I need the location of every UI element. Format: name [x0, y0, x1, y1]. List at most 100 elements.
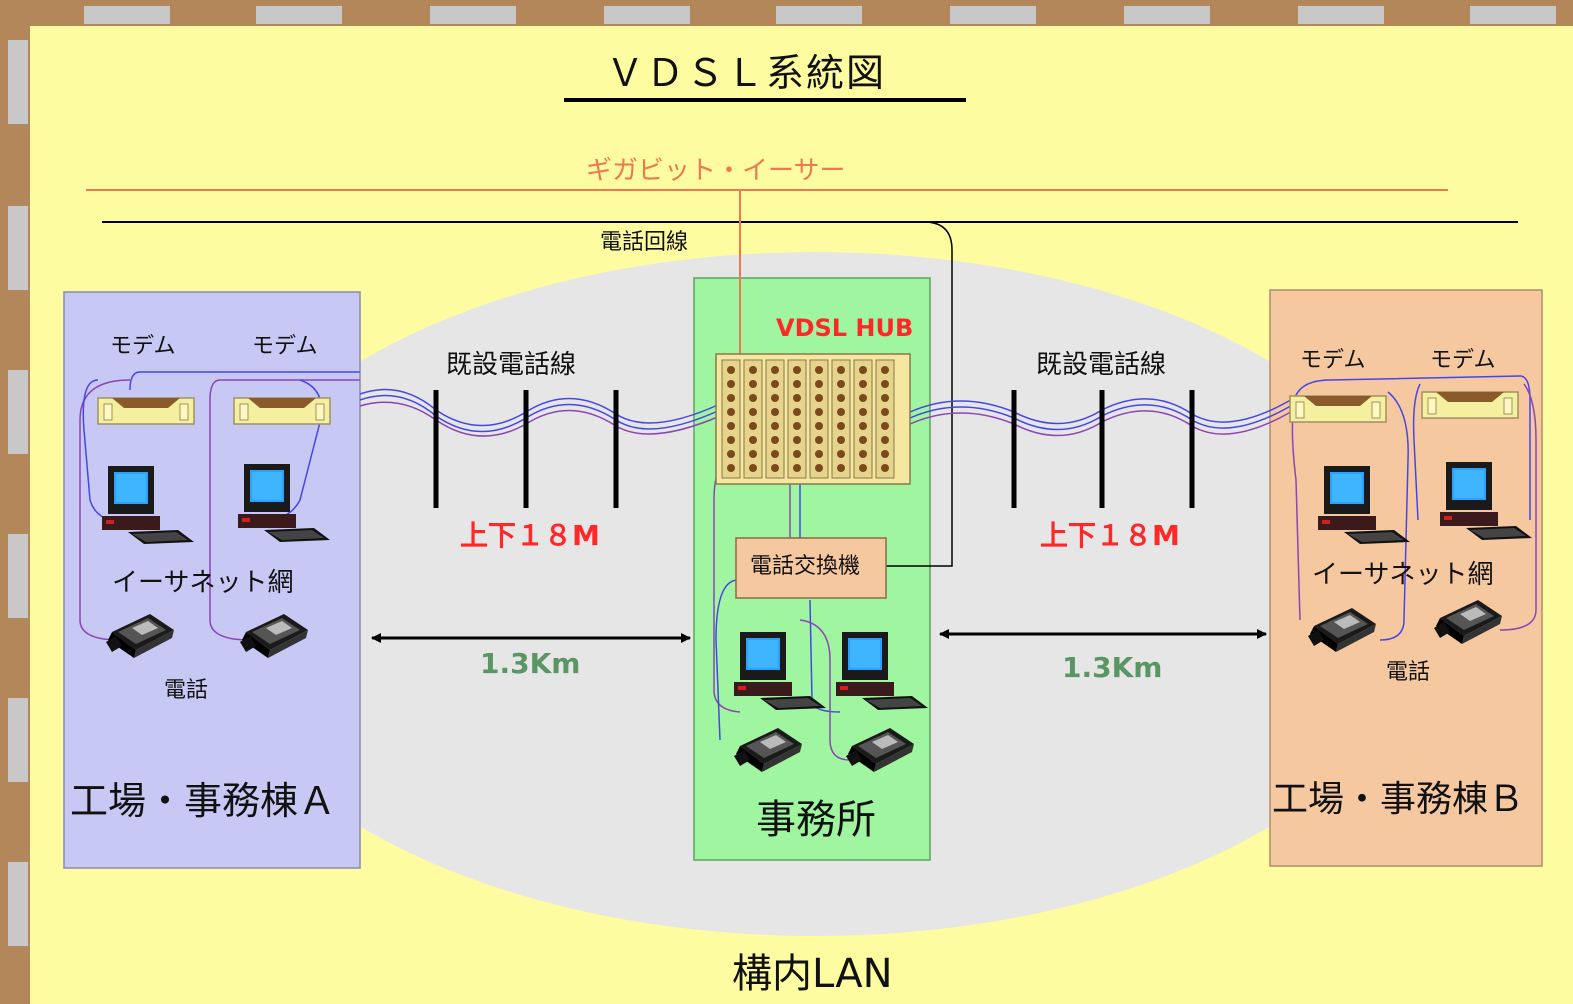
hub-port-icon	[771, 394, 779, 402]
site-b-modem-label-1: モデム	[1300, 348, 1366, 373]
hub-port-icon	[881, 450, 889, 458]
right-distance-label: 1.3Km	[1062, 651, 1163, 684]
phone-line-label: 電話回線	[600, 230, 689, 255]
hub-port-icon	[859, 464, 867, 472]
hub-port-icon	[815, 380, 823, 388]
site-b-ethernet-label: イーサネット網	[1312, 560, 1494, 590]
hub-port-icon	[749, 366, 757, 374]
hub-port-icon	[859, 450, 867, 458]
hub-port-icon	[749, 394, 757, 402]
right-speed-label: 上下１８M	[1040, 519, 1180, 552]
hub-port-icon	[793, 436, 801, 444]
hub-port-icon	[793, 408, 801, 416]
hub-port-icon	[793, 464, 801, 472]
hub-port-icon	[859, 394, 867, 402]
phone-exchange-box	[735, 537, 887, 599]
hub-port-icon	[881, 380, 889, 388]
hub-port-icon	[793, 366, 801, 374]
hub-port-icon	[881, 366, 889, 374]
hub-port-icon	[815, 464, 823, 472]
site-b-name: 工場・事務棟Ｂ	[1272, 779, 1525, 820]
hub-port-icon	[815, 436, 823, 444]
campus-lan-label: 構内LAN	[732, 951, 893, 997]
hub-port-icon	[749, 450, 757, 458]
right-cable-label: 既設電話線	[1036, 350, 1167, 380]
frame-top-stripes	[84, 6, 1556, 24]
office-name: 事務所	[756, 797, 876, 843]
hub-port-icon	[837, 366, 845, 374]
right-poles	[1011, 390, 1195, 508]
hub-port-icon	[859, 366, 867, 374]
gigabit-ethernet-label: ギガビット・イーサー	[586, 156, 846, 186]
hub-port-icon	[727, 450, 735, 458]
diagram-title: ＶＤＳＬ系統図	[606, 51, 887, 95]
hub-port-icon	[771, 366, 779, 374]
hub-port-icon	[749, 380, 757, 388]
hub-port-icon	[727, 394, 735, 402]
site-b-phone-label: 電話	[1386, 660, 1431, 685]
hub-port-icon	[793, 394, 801, 402]
site-b-box	[1269, 289, 1543, 867]
hub-port-icon	[793, 422, 801, 430]
site-a-modem-label-1: モデム	[110, 334, 176, 359]
modem-icon	[1421, 391, 1519, 419]
phone-exchange-label: 電話交換機	[750, 554, 861, 579]
site-a-modem-label-2: モデム	[252, 334, 318, 359]
left-cable-label: 既設電話線	[446, 350, 577, 380]
hub-port-icon	[749, 422, 757, 430]
hub-port-icon	[881, 422, 889, 430]
hub-port-icon	[815, 394, 823, 402]
hub-port-icon	[771, 408, 779, 416]
hub-port-icon	[771, 380, 779, 388]
hub-port-icon	[837, 436, 845, 444]
hub-port-icon	[859, 380, 867, 388]
left-speed-label: 上下１８M	[460, 519, 600, 552]
phone-line-to-exchange	[886, 221, 953, 567]
hub-port-icon	[727, 422, 735, 430]
hub-port-icon	[771, 464, 779, 472]
hub-port-icon	[749, 436, 757, 444]
hub-port-icon	[837, 450, 845, 458]
left-distance-label: 1.3Km	[480, 647, 581, 680]
hub-port-icon	[749, 408, 757, 416]
site-a-phone-label: 電話	[164, 678, 209, 703]
hub-port-icon	[859, 408, 867, 416]
hub-port-icon	[859, 436, 867, 444]
hub-port-icon	[859, 422, 867, 430]
hub-port-icon	[749, 464, 757, 472]
hub-port-icon	[881, 464, 889, 472]
hub-port-icon	[793, 380, 801, 388]
modem-icon	[233, 397, 331, 425]
left-poles	[433, 390, 619, 508]
hub-port-icon	[837, 464, 845, 472]
modem-icon	[97, 397, 195, 425]
hub-port-icon	[837, 408, 845, 416]
hub-port-icon	[881, 394, 889, 402]
hub-port-icon	[727, 464, 735, 472]
hub-port-icon	[837, 422, 845, 430]
hub-port-icon	[771, 436, 779, 444]
hub-port-icon	[837, 394, 845, 402]
hub-port-icon	[727, 408, 735, 416]
hub-port-icon	[771, 450, 779, 458]
hub-port-icon	[881, 436, 889, 444]
hub-port-icon	[727, 366, 735, 374]
hub-port-icon	[837, 380, 845, 388]
hub-port-icon	[815, 366, 823, 374]
hub-port-icon	[727, 436, 735, 444]
hub-port-icon	[881, 408, 889, 416]
hub-port-icon	[727, 380, 735, 388]
hub-port-icon	[793, 450, 801, 458]
hub-port-icon	[815, 450, 823, 458]
hub-port-icon	[815, 408, 823, 416]
hub-port-icon	[771, 422, 779, 430]
site-a-ethernet-label: イーサネット網	[112, 568, 294, 598]
frame-left-stripes	[8, 40, 28, 946]
modem-icon	[1289, 395, 1387, 423]
site-a-name: 工場・事務棟Ａ	[70, 779, 337, 823]
vdsl-hub-label: VDSL HUB	[776, 314, 914, 342]
site-b-modem-label-2: モデム	[1430, 348, 1496, 373]
vdsl-hub-rack	[715, 353, 911, 485]
hub-port-icon	[815, 422, 823, 430]
